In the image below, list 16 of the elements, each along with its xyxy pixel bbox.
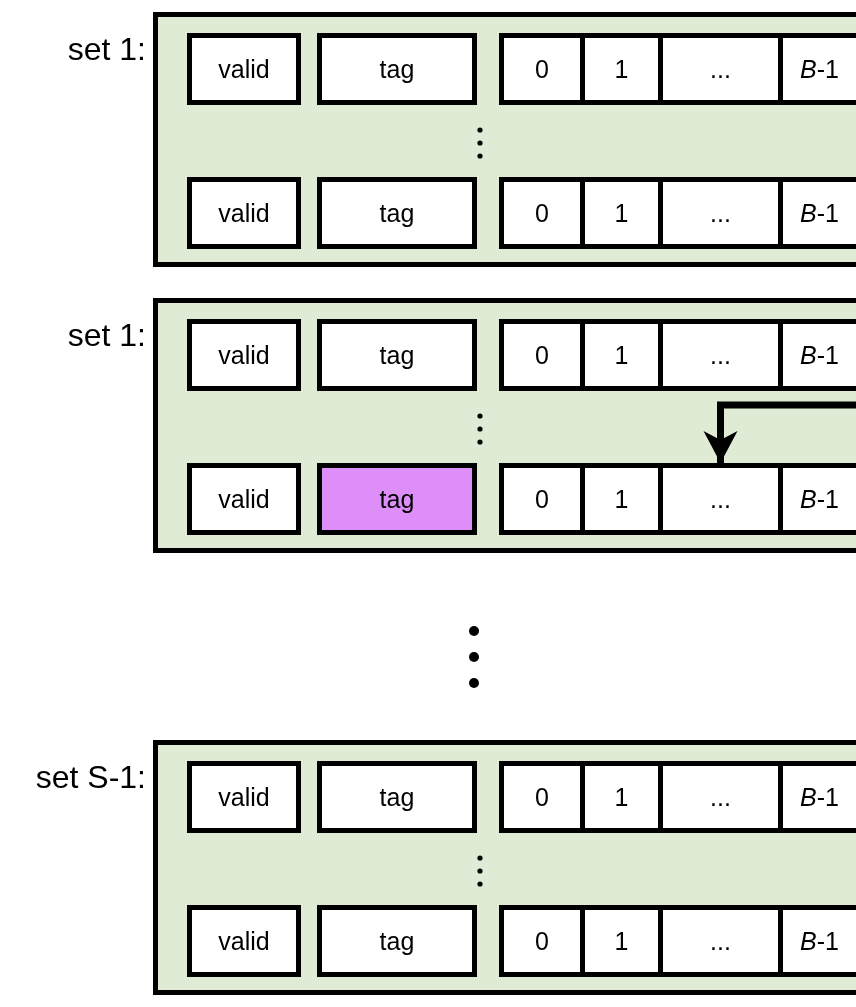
cache-line-field: tag (317, 177, 477, 249)
cache-line-field: tag (317, 33, 477, 105)
cache-line-field: valid (187, 33, 301, 105)
arrow (703, 401, 856, 463)
cache-line-field: valid (187, 319, 301, 391)
cache-line-field: valid (187, 905, 301, 977)
cache-line-field: tag (317, 905, 477, 977)
cache-line-field: valid (187, 463, 301, 535)
cache-line-field: valid (187, 761, 301, 833)
set-label: set S-1: (35, 759, 146, 796)
cache-line-field: tag (317, 761, 477, 833)
cache-line-field: valid (187, 177, 301, 249)
set-label: set 1: (67, 31, 146, 68)
set-label: set 1: (67, 317, 146, 354)
cache-line-field: tag (317, 463, 477, 535)
cache-line-field: tag (317, 319, 477, 391)
